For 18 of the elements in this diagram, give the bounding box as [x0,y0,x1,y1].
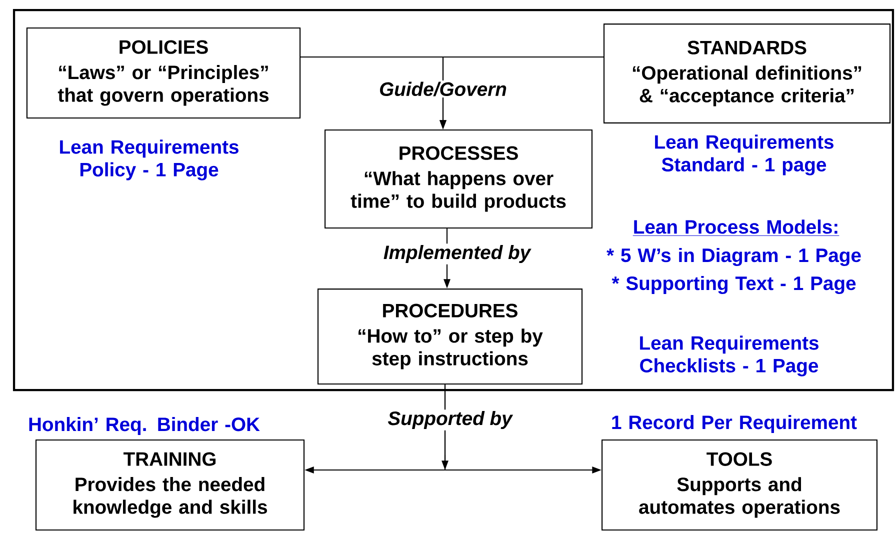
text-box: TRAINING Provides the needed knowledge and skills [35,439,305,531]
note-text: Lean Requirements Standard - 1 page [655,134,834,176]
edge-label: Supported by [386,410,514,430]
text-box: POLICIES “Laws” or “Principles” that govern operations [26,27,301,119]
note-text: Lean Requirements Checklists - 1 Page [640,336,818,376]
frame-box [12,8,894,392]
edge-label: Guide/Govern [378,80,508,98]
text-box: TOOLS Supports and automates operations [602,439,878,531]
text-box: PROCEDURES “How to” or step by step instructions [317,288,583,385]
note-text: Lean Requirements Policy - 1 Page [60,140,238,180]
note-text: 1 Record Per Requirement [612,415,857,434]
edge-label: Implemented by [382,244,532,264]
note-text: Lean Process Models: [632,220,840,236]
note-text: * 5 W’s in Diagram - 1 Page [606,248,861,266]
text-box: STANDARDS “Operational definitions” & “acceptance criteria” [603,24,891,124]
note-text: * Supporting Text - 1 Page [612,276,856,294]
note-text: Honkin’ Req. Binder -OK [29,417,260,436]
text-box: PROCESSES “What happens over time” to build products [324,129,593,229]
